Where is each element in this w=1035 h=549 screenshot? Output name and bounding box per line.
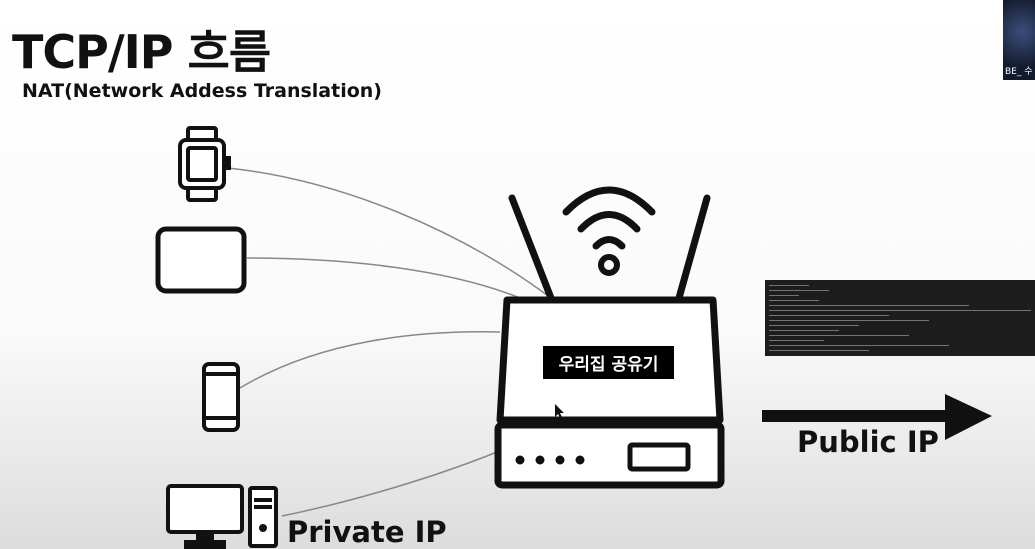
router-led-1: [516, 456, 525, 465]
router-led-4: [576, 456, 585, 465]
terminal-screenshot: [765, 280, 1035, 356]
wifi-icon: [566, 190, 652, 273]
router-icon: [498, 300, 721, 485]
tablet-icon: [158, 229, 244, 291]
private-ip-label: Private IP: [287, 515, 447, 549]
router-display: [630, 445, 688, 469]
smartwatch-icon: [180, 128, 229, 200]
smartphone-icon: [204, 364, 238, 430]
router-led-3: [556, 456, 565, 465]
desktop-computer-icon: [168, 486, 276, 548]
router-label: 우리집 공유기: [543, 346, 674, 379]
phone-connection-line: [240, 332, 500, 388]
desktop-connection-line: [282, 452, 497, 516]
watch-connection-line: [228, 168, 551, 298]
router-led-2: [536, 456, 545, 465]
public-ip-label: Public IP: [797, 425, 939, 459]
tablet-connection-line: [247, 258, 520, 298]
